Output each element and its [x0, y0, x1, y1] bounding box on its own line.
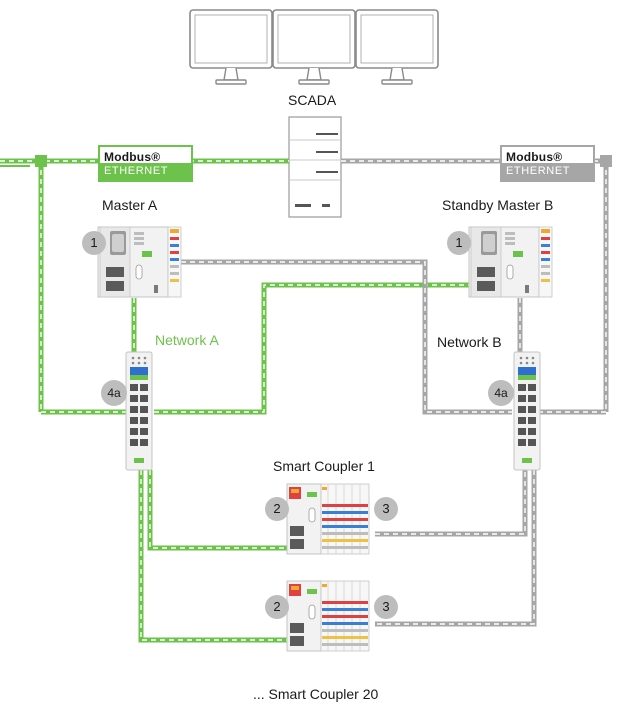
scada-label: SCADA: [288, 92, 337, 108]
smart-coupler-1-label: Smart Coupler 1: [273, 458, 375, 474]
master-a-label: Master A: [102, 197, 158, 213]
network-a-label: Network A: [155, 332, 219, 348]
smart-coupler-20-label: ... Smart Coupler 20: [253, 686, 379, 702]
standby-master-b-label: Standby Master B: [442, 197, 554, 213]
modbus-ethernet-label-left: Modbus® ETHERNET: [98, 145, 193, 182]
coupler-20-right-badge: 3: [374, 595, 398, 619]
coupler-1-right-badge: 3: [374, 497, 398, 521]
ethernet-title: ETHERNET: [100, 163, 191, 180]
network-a-links: [0, 155, 469, 643]
standby-master-b-controller: [468, 226, 553, 298]
ethernet-title: ETHERNET: [502, 163, 593, 180]
modbus-title: Modbus®: [100, 147, 191, 164]
switch-b-badge: 4a: [488, 380, 514, 406]
network-b-label: Network B: [437, 334, 502, 350]
modbus-title: Modbus®: [502, 147, 593, 164]
network-b-switch: [513, 351, 541, 471]
coupler-1-left-badge: 2: [265, 497, 289, 521]
network-b-links: [172, 155, 612, 627]
monitor-icon: [355, 9, 439, 85]
monitor-icon: [272, 9, 356, 85]
switch-a-badge: 4a: [101, 380, 127, 406]
master-a-badge: 1: [82, 231, 106, 255]
monitor-icon: [189, 9, 273, 85]
smart-coupler-20-device: [286, 580, 370, 652]
smart-coupler-1-device: [286, 483, 370, 555]
network-a-switch: [125, 351, 153, 471]
coupler-20-left-badge: 2: [265, 595, 289, 619]
master-a-controller: [97, 226, 182, 298]
scada-server-icon: [288, 116, 342, 218]
master-b-badge: 1: [447, 231, 471, 255]
modbus-ethernet-label-right: Modbus® ETHERNET: [500, 145, 595, 182]
